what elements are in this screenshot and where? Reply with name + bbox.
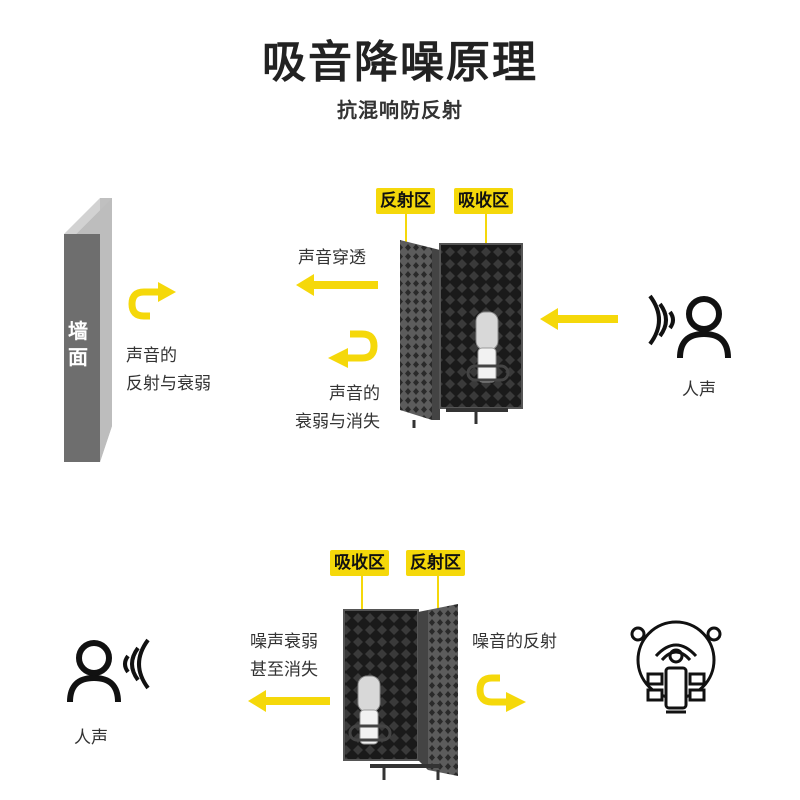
noise-weaken-arrow-icon	[248, 690, 332, 712]
wall-reflect-line: 声音的	[126, 342, 211, 370]
noise-weaken-line: 甚至消失	[250, 656, 318, 684]
reflection-filter-graphic	[340, 600, 464, 784]
absorb-zone-tag: 吸收区	[330, 550, 389, 576]
voice-label: 人声	[682, 376, 716, 404]
person-voice-icon	[640, 292, 736, 364]
weaken-line: 声音的	[276, 380, 380, 408]
reflect-uturn-arrow-icon	[124, 282, 184, 330]
page-title: 吸音降噪原理	[0, 26, 800, 90]
voice-label: 人声	[74, 724, 108, 752]
wall-label-char: 面	[64, 344, 92, 370]
noise-weaken-line: 噪声衰弱	[250, 628, 318, 656]
reflect-zone-tag: 反射区	[376, 188, 435, 214]
noise-source-icon	[628, 612, 724, 722]
page-subtitle: 抗混响防反射	[0, 94, 800, 123]
voice-arrow-icon	[540, 308, 620, 330]
weaken-uturn-arrow-icon	[320, 324, 382, 372]
reflect-zone-tag: 反射区	[406, 550, 465, 576]
wall-reflect-line: 反射与衰弱	[126, 370, 211, 398]
noise-reflect-text: 噪音的反射	[472, 628, 557, 656]
penetrate-text: 声音穿透	[298, 244, 366, 272]
reflection-filter-graphic	[396, 234, 526, 430]
absorb-zone-tag: 吸收区	[454, 188, 513, 214]
weaken-text: 声音的 衰弱与消失	[276, 380, 380, 436]
noise-reflect-uturn-arrow-icon	[474, 670, 536, 718]
wall-reflect-text: 声音的 反射与衰弱	[126, 342, 211, 398]
person-voice-icon	[62, 636, 158, 708]
wall-label-char: 墙	[64, 318, 92, 344]
weaken-line: 衰弱与消失	[276, 408, 380, 436]
penetrate-arrow-icon	[296, 274, 380, 296]
wall-label: 墙 面	[64, 318, 92, 370]
noise-weaken-text: 噪声衰弱 甚至消失	[250, 628, 318, 684]
